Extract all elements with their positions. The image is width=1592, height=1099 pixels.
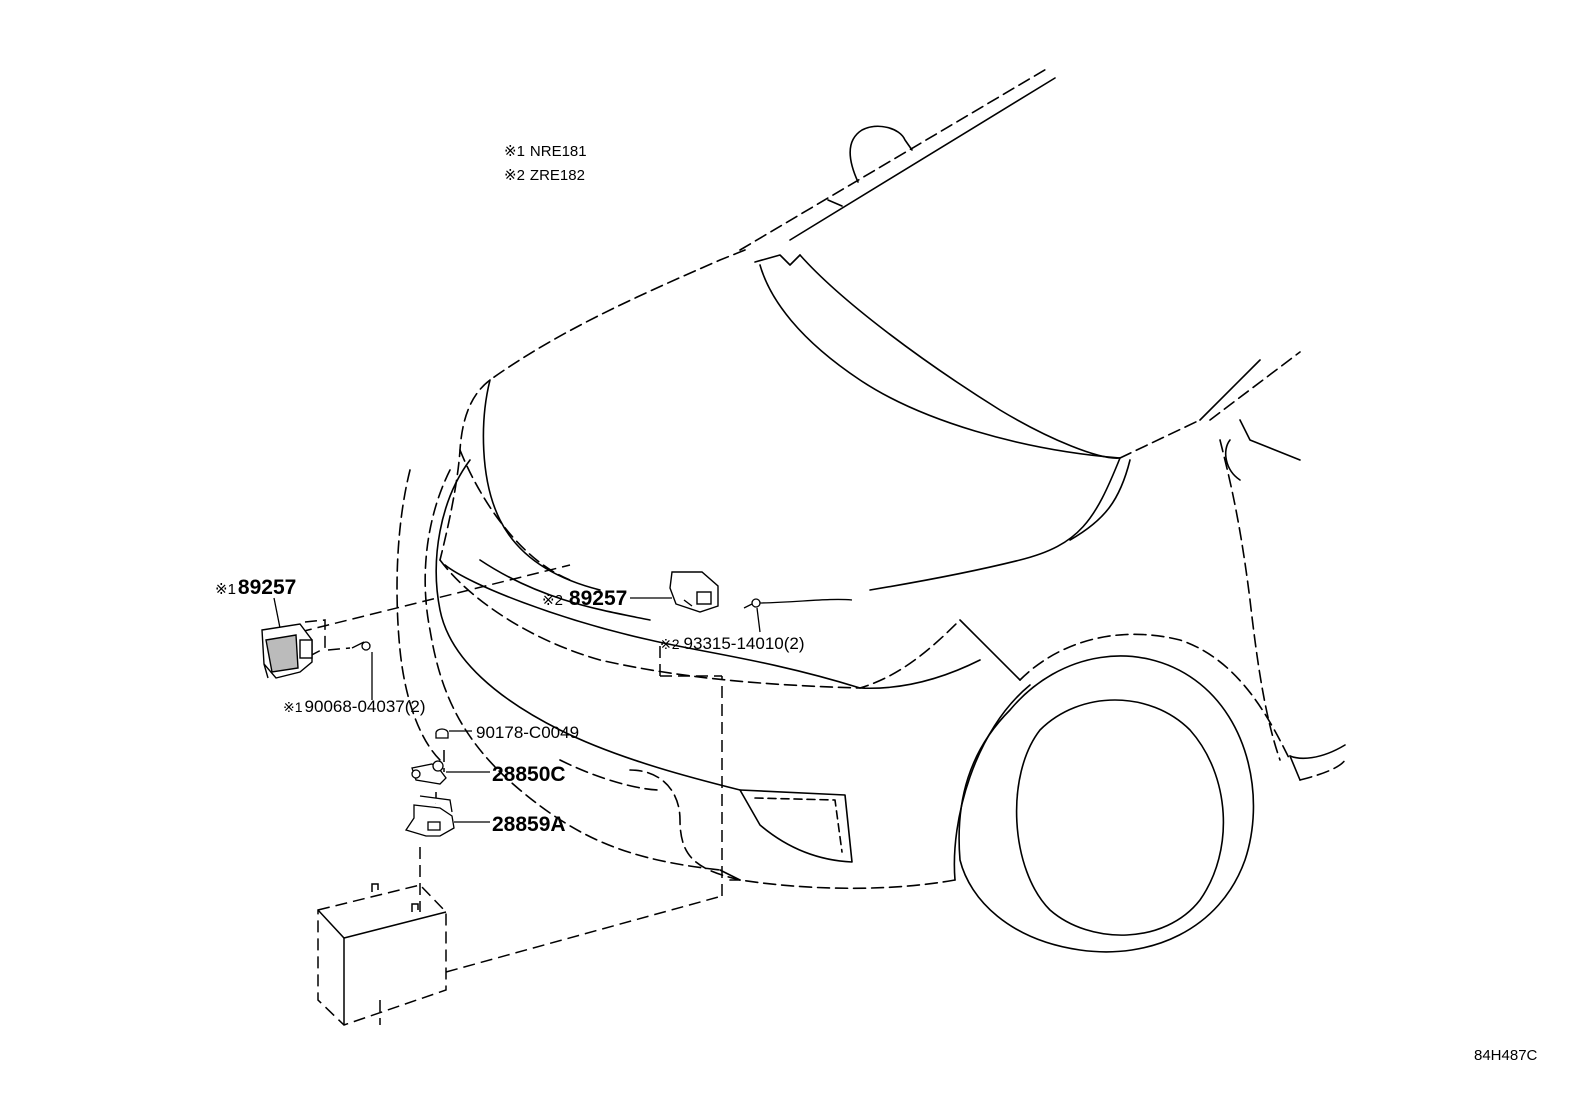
sensor-right-mark: ※2 (542, 592, 563, 609)
clamp-label: 28850C (492, 763, 566, 786)
sensor-right-label: ※2 89257 (542, 587, 627, 610)
sensor-right-number: 89257 (569, 587, 627, 610)
legend-mark-2: ※2 (504, 167, 525, 184)
legend-mark-1: ※1 (504, 143, 525, 160)
nut-label: 90178-C0049 (476, 723, 579, 742)
assembly-lines (299, 564, 723, 1025)
legend-item-1: ※1 NRE181 (504, 143, 587, 160)
nut-icon (435, 728, 449, 739)
bracket-icon (404, 795, 455, 837)
battery-icon (317, 883, 447, 1026)
screw-left-mark: ※1 (283, 699, 303, 715)
figure-id: 84H487C (1474, 1047, 1538, 1064)
screw-left-icon (351, 641, 371, 651)
bracket-label: 28859A (492, 813, 566, 836)
screw-right-mark: ※2 (660, 636, 680, 652)
sensor-left-icon (261, 623, 313, 679)
clamp-icon (411, 760, 447, 785)
sensor-left-mark: ※1 (215, 581, 236, 598)
sensor-right-icon (669, 571, 719, 613)
car-body-outline (396, 67, 1346, 953)
screw-right-icon (743, 598, 761, 609)
screw-right-number: 93315-14010(2) (684, 634, 805, 653)
legend-model-1: NRE181 (530, 143, 587, 160)
legend-model-2: ZRE182 (530, 167, 585, 184)
leader-lines (273, 597, 853, 823)
screw-left-number: 90068-04037(2) (305, 697, 426, 716)
legend-item-2: ※2 ZRE182 (504, 167, 585, 184)
sensor-left-number: 89257 (238, 576, 296, 599)
sensor-left-label: ※189257 (215, 576, 296, 599)
